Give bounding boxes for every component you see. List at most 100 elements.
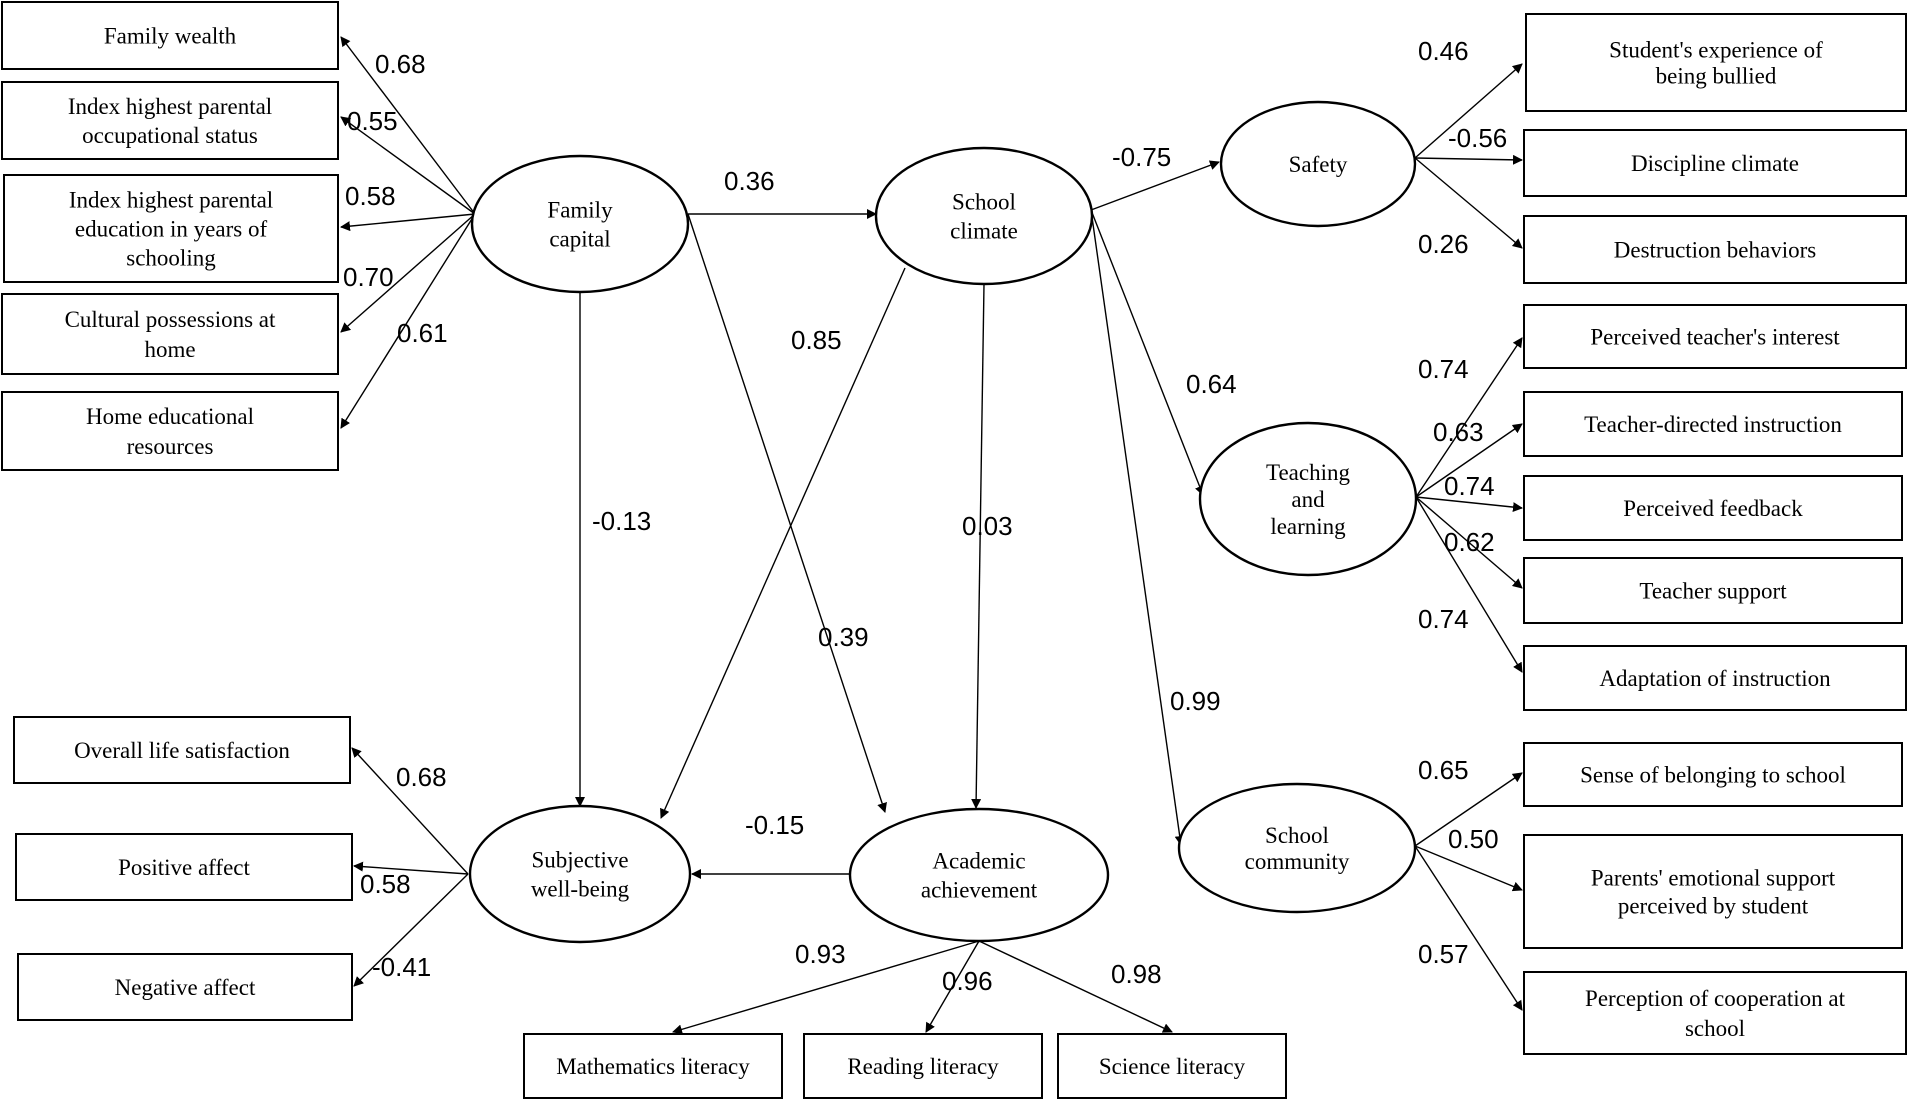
indicator-box [1523, 391, 1903, 457]
coefficient-aa-reading: 0.96 [942, 966, 993, 996]
edge-school-achievement [971, 283, 985, 809]
indicator-teacher-interest: Perceived teacher's interest [1523, 304, 1907, 369]
latent-ellipse [1177, 782, 1417, 914]
indicator-discipline-line-1: Discipline climate [1631, 151, 1799, 176]
indicator-home-resources-line-1: Home educational [86, 404, 254, 429]
indicator-bullied-line-2: being bullied [1656, 64, 1777, 89]
indicator-box [13, 716, 351, 784]
indicator-negative-affect: Negative affect [17, 953, 353, 1021]
indicator-negative-affect-line-1: Negative affect [115, 975, 256, 1000]
coefficient-tl-directed: 0.63 [1433, 417, 1484, 447]
indicator-home-resources-line-2: resources [127, 434, 214, 459]
indicator-feedback-line-1: Perceived feedback [1623, 496, 1803, 521]
indicator-family-wealth-line-1: Family wealth [104, 24, 237, 49]
coefficient-tl-interest: 0.74 [1418, 354, 1469, 384]
coefficient-fc-sc: 0.36 [724, 166, 775, 196]
latent-subjective-wellbeing-line-2: well-being [531, 877, 630, 902]
indicator-teacher-interest-line-1: Perceived teacher's interest [1590, 325, 1840, 350]
latent-teaching-learning-line-3: learning [1270, 514, 1346, 539]
indicator-box [1525, 13, 1907, 112]
edge-safety-bullied [1414, 63, 1523, 159]
latent-ellipse [848, 807, 1110, 943]
indicator-parental-occupation-line-1: Index highest parental [68, 94, 272, 119]
indicator-science-literacy-line-1: Science literacy [1099, 1054, 1246, 1079]
latent-school-climate-line-2: climate [950, 219, 1018, 244]
indicator-box [17, 953, 353, 1021]
edge-community-cooperation [1414, 845, 1523, 1011]
indicator-box [1523, 742, 1903, 807]
indicator-positive-affect-line-1: Positive affect [118, 855, 250, 880]
edge-parental-education [340, 213, 476, 232]
edge-safety-discipline [1414, 154, 1523, 165]
coefficient-tl-feedback: 0.74 [1444, 471, 1495, 501]
latent-school-climate: School climate [874, 146, 1094, 286]
coefficient-fc-occupation: 0.55 [347, 106, 398, 136]
latent-academic-achievement-line-1: Academic [932, 849, 1025, 874]
indicator-destruction-line-1: Destruction behaviors [1614, 238, 1817, 263]
coefficient-swb-negative: -0.41 [372, 952, 431, 982]
coefficient-aa-swb: -0.15 [745, 810, 804, 840]
latent-subjective-wellbeing: Subjective well-being [468, 804, 692, 944]
coefficient-tl-support: 0.62 [1444, 527, 1495, 557]
latent-family-capital-line-2: capital [549, 227, 610, 252]
coefficient-sc-swb: 0.85 [791, 325, 842, 355]
edge-wellbeing-negative [353, 873, 469, 987]
indicator-teacher-directed-line-1: Teacher-directed instruction [1584, 412, 1842, 437]
indicator-life-satisfaction-line-1: Overall life satisfaction [74, 738, 290, 763]
indicator-feedback: Perceived feedback [1523, 475, 1903, 541]
coefficient-safety-destruction: 0.26 [1418, 229, 1469, 259]
indicator-cultural-possessions-line-1: Cultural possessions at [65, 307, 276, 332]
coefficient-fc-education: 0.58 [345, 181, 396, 211]
latent-subjective-wellbeing-line-1: Subjective [531, 848, 628, 873]
indicator-teacher-directed: Teacher-directed instruction [1523, 391, 1903, 457]
coefficient-comm-belonging: 0.65 [1418, 755, 1469, 785]
indicator-parents-support-line-1: Parents' emotional support [1591, 866, 1836, 891]
indicator-box [1523, 557, 1903, 624]
indicator-teacher-support: Teacher support [1523, 557, 1903, 624]
indicator-parents-support-line-2: perceived by student [1618, 894, 1809, 919]
edge-school-community [1090, 209, 1185, 846]
indicator-home-resources: Home educational resources [1, 391, 339, 471]
coefficient-sc-safety: -0.75 [1112, 142, 1171, 172]
indicator-parental-education-line-3: schooling [126, 246, 216, 271]
indicator-box [1523, 215, 1907, 284]
indicator-parental-occupation-line-2: occupational status [82, 123, 258, 148]
latent-school-climate-line-1: School [952, 190, 1016, 215]
indicator-box [15, 833, 353, 901]
edge-wellbeing-positive [353, 861, 469, 875]
indicator-adaptation: Adaptation of instruction [1523, 645, 1907, 711]
coefficient-fc-wealth: 0.68 [375, 49, 426, 79]
indicator-box [523, 1033, 783, 1099]
indicator-box [1, 1, 339, 70]
edge-achievement-science [978, 940, 1173, 1033]
coefficient-safety-discipline: -0.56 [1448, 123, 1507, 153]
edge-achievement-reading [925, 940, 980, 1033]
latent-teaching-learning-line-2: and [1291, 487, 1325, 512]
edge-safety-destruction [1414, 157, 1523, 249]
coefficient-safety-bullied: 0.46 [1418, 36, 1469, 66]
indicator-parental-education-line-2: education in years of [75, 217, 268, 242]
indicator-parental-occupation: Index highest parental occupational statu… [1, 81, 339, 160]
latent-ellipse [874, 146, 1094, 286]
coefficient-aa-science: 0.98 [1111, 959, 1162, 989]
edge-achievement-math [672, 940, 980, 1035]
latent-ellipse [1198, 421, 1418, 577]
indicator-destruction: Destruction behaviors [1523, 215, 1907, 284]
edge-community-belonging [1414, 772, 1523, 847]
indicator-parental-education: Index highest parental education in years… [3, 174, 339, 283]
latent-ellipse [1219, 100, 1417, 228]
indicator-parental-education-line-1: Index highest parental [69, 188, 273, 213]
edge-family-achievement [687, 213, 887, 813]
edge-teaching-directed [1415, 423, 1523, 498]
latent-safety: Safety [1219, 100, 1417, 228]
coefficient-aa-math: 0.93 [795, 939, 846, 969]
latent-school-community-line-1: School [1265, 823, 1329, 848]
indicator-reading-literacy: Reading literacy [803, 1033, 1043, 1099]
coefficient-swb-positive: 0.58 [360, 869, 411, 899]
indicator-science-literacy: Science literacy [1057, 1033, 1287, 1099]
edge-home-resources [340, 213, 476, 429]
